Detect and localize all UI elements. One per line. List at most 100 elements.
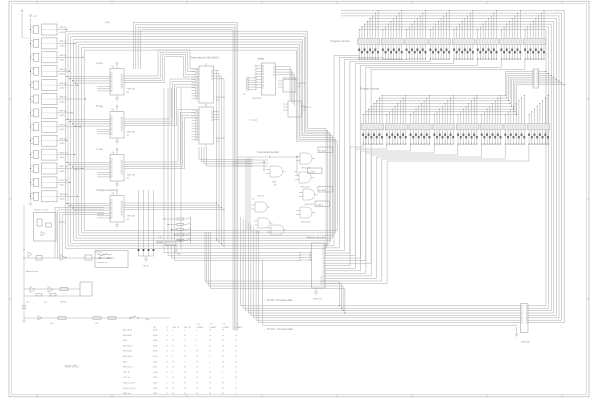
svg-text:1/1: 1/1	[127, 178, 130, 180]
svg-text:(4bit full adder): (4bit full adder)	[284, 78, 298, 81]
svg-text:(LED): (LED)	[60, 185, 65, 187]
svg-text:Program counter: Program counter	[97, 188, 116, 192]
svg-text:H: H	[236, 330, 238, 332]
svg-text:GND: GND	[177, 254, 182, 256]
svg-text:X: X	[167, 351, 169, 353]
svg-text:H: H	[236, 356, 238, 358]
svg-text:← D7'-D0' : command data: ← D7'-D0' : command data	[264, 328, 293, 331]
svg-text:0001: 0001	[153, 335, 158, 337]
svg-text:H: H	[197, 361, 199, 363]
svg-text:H: H	[184, 367, 186, 369]
svg-text:1/1: 1/1	[127, 135, 130, 137]
svg-text:10k: 10k	[95, 323, 98, 325]
svg-text:10k: 10k	[50, 323, 53, 325]
svg-text:LOAD1: LOAD1	[210, 326, 218, 329]
svg-text:X: X	[167, 393, 169, 395]
svg-text:L: L	[173, 356, 175, 358]
svg-text:H: H	[184, 393, 186, 395]
svg-text:H: H	[223, 367, 225, 369]
svg-text:H: H	[197, 351, 199, 353]
svg-text:(LED): (LED)	[60, 87, 65, 89]
svg-text:Command decoder: Command decoder	[257, 150, 279, 154]
svg-text:(1Hz): (1Hz)	[145, 319, 150, 321]
svg-text:X: X	[167, 372, 169, 374]
svg-text:L: L	[236, 393, 238, 395]
svg-text:L: L	[184, 361, 186, 363]
svg-text:(LED): (LED)	[60, 115, 65, 117]
svg-text:SW10 [1]: SW10 [1]	[60, 152, 68, 154]
svg-text:Adder: Adder	[258, 57, 265, 61]
svg-text:H: H	[184, 372, 186, 374]
svg-text:(LED): (LED)	[60, 46, 65, 48]
svg-text:H: H	[184, 388, 186, 390]
svg-text:0101: 0101	[153, 356, 158, 358]
svg-text:7408: 7408	[272, 182, 276, 184]
svg-text:MOV A,B: MOV A,B	[123, 334, 132, 337]
svg-text:H: H	[210, 388, 212, 390]
svg-text:SW8 [3]: SW8 [3]	[60, 125, 67, 127]
svg-text:H: H	[223, 383, 225, 385]
svg-text:74HC10 2/3: 74HC10 2/3	[300, 187, 310, 189]
svg-text:IN B: IN B	[123, 361, 128, 363]
svg-text:(LOAD2): (LOAD2)	[319, 189, 326, 192]
svg-text:H: H	[173, 345, 175, 347]
svg-text:L: L	[197, 340, 199, 342]
svg-text:74HC04: 74HC04	[60, 302, 66, 304]
svg-text:LED x4: LED x4	[143, 266, 149, 268]
svg-text:0010: 0010	[153, 340, 158, 342]
svg-text:H: H	[173, 340, 175, 342]
svg-text:(LED): (LED)	[60, 101, 65, 103]
svg-text:SW7 [2]: SW7 [2]	[60, 111, 67, 113]
svg-text:1/1: 1/1	[127, 219, 130, 221]
svg-text:H: H	[223, 340, 225, 342]
svg-text:H: H	[236, 377, 238, 379]
svg-text:H: H	[236, 335, 238, 337]
svg-text:74HC153: 74HC153	[216, 138, 226, 140]
svg-text:1011: 1011	[153, 377, 158, 379]
svg-text:(L3): (L3)	[236, 324, 240, 326]
svg-text:74HC74: 74HC74	[303, 107, 311, 109]
svg-text:4/4: 4/4	[274, 185, 277, 187]
svg-text:H: H	[210, 393, 212, 395]
svg-text:LOAD0: LOAD0	[197, 326, 205, 329]
svg-text:(L1): (L1)	[210, 324, 214, 326]
svg-text:SW13 [0]: SW13 [0]	[60, 194, 68, 196]
svg-text:10k: 10k	[26, 302, 29, 304]
svg-text:1/4: 1/4	[252, 199, 255, 201]
svg-text:(LED): (LED)	[60, 129, 65, 131]
svg-text:H: H	[197, 367, 199, 369]
svg-text:H: H	[236, 367, 238, 369]
svg-text:H: H	[173, 383, 175, 385]
svg-text:H: H	[210, 377, 212, 379]
svg-text:MOV B,Im: MOV B,Im	[123, 367, 133, 369]
svg-text:at power on.: at power on.	[97, 261, 108, 264]
svg-text:H: H	[167, 388, 169, 390]
svg-text:L: L	[167, 383, 169, 385]
svg-text:L: L	[197, 345, 199, 347]
svg-text:OP: OP	[153, 327, 157, 329]
svg-text:H: H	[184, 335, 186, 337]
svg-text:H: H	[236, 361, 238, 363]
svg-text:H: H	[197, 388, 199, 390]
svg-text:(LED): (LED)	[60, 157, 65, 159]
svg-text:SW1 [0]: SW1 [0]	[60, 27, 67, 29]
svg-text:H: H	[197, 356, 199, 358]
svg-text:Power on reset: Power on reset	[34, 209, 48, 212]
svg-text:1110: 1110	[153, 383, 158, 385]
svg-text:4.7k: 4.7k	[158, 237, 162, 239]
svg-text:74HC540: 74HC540	[521, 342, 531, 344]
svg-text:2/4: 2/4	[256, 232, 259, 234]
svg-text:X: X	[167, 335, 169, 337]
svg-text:TD4 CPU: TD4 CPU	[65, 365, 80, 369]
svg-text:74HC32: 74HC32	[257, 196, 264, 198]
svg-text:X: X	[167, 361, 169, 363]
svg-text:VCC: VCC	[33, 16, 38, 18]
svg-text:(LOAD0): (LOAD0)	[319, 149, 326, 152]
svg-text:H: H	[197, 383, 199, 385]
svg-text:H: H	[236, 388, 238, 390]
svg-text:SW9 [0]: SW9 [0]	[60, 138, 67, 140]
svg-text:L: L	[236, 383, 238, 385]
svg-text:SW2 [1]: SW2 [1]	[60, 41, 67, 43]
svg-text:74HC14: 74HC14	[59, 222, 66, 224]
svg-text:74HC10 1/3: 74HC10 1/3	[301, 168, 311, 170]
